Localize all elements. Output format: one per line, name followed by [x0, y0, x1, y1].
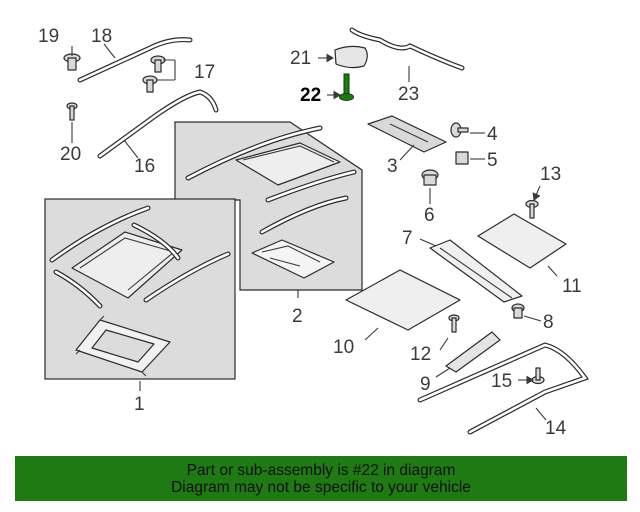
- callout-13: 13: [540, 164, 561, 185]
- callout-3: 3: [387, 156, 398, 177]
- callout-7: 7: [402, 228, 413, 249]
- callout-20: 20: [60, 144, 81, 165]
- info-banner: Part or sub-assembly is #22 in diagram D…: [15, 456, 627, 501]
- callout-23: 23: [398, 84, 419, 105]
- callout-16: 16: [134, 156, 155, 177]
- part-22-bolt[interactable]: [339, 73, 354, 101]
- parts-diagram: 19 18 17 20 16 21 22 23 4 3 5 13 6 7 11 …: [38, 26, 589, 439]
- callout-10: 10: [333, 337, 354, 358]
- callout-21: 21: [290, 48, 311, 69]
- parts-group-upper-left: [63, 37, 219, 159]
- callout-2: 2: [292, 306, 303, 327]
- callout-9: 9: [420, 374, 431, 395]
- callout-1: 1: [134, 394, 145, 415]
- callout-19: 19: [38, 26, 59, 47]
- callout-labels: 19 18 17 20 16 21 22 23 4 3 5 13 6 7 11 …: [38, 26, 582, 439]
- callout-17: 17: [194, 62, 215, 83]
- callout-5: 5: [487, 150, 498, 171]
- parts-group-upper-right: [334, 27, 465, 101]
- parts-group-right: [345, 115, 589, 435]
- assembly-box-1: [44, 198, 236, 380]
- callout-15: 15: [491, 371, 512, 392]
- callout-18: 18: [91, 26, 112, 47]
- callout-22[interactable]: 22: [300, 85, 321, 106]
- callout-6: 6: [424, 205, 435, 226]
- callout-8: 8: [543, 312, 554, 333]
- assembly-box-2: [174, 121, 363, 291]
- banner-line-2: Diagram may not be specific to your vehi…: [171, 479, 471, 496]
- banner-line-1: Part or sub-assembly is #22 in diagram: [186, 462, 456, 479]
- callout-4: 4: [487, 124, 498, 145]
- callout-12: 12: [410, 344, 431, 365]
- callout-11: 11: [562, 276, 582, 297]
- leader-lines: [71, 43, 558, 421]
- callout-14: 14: [545, 418, 567, 439]
